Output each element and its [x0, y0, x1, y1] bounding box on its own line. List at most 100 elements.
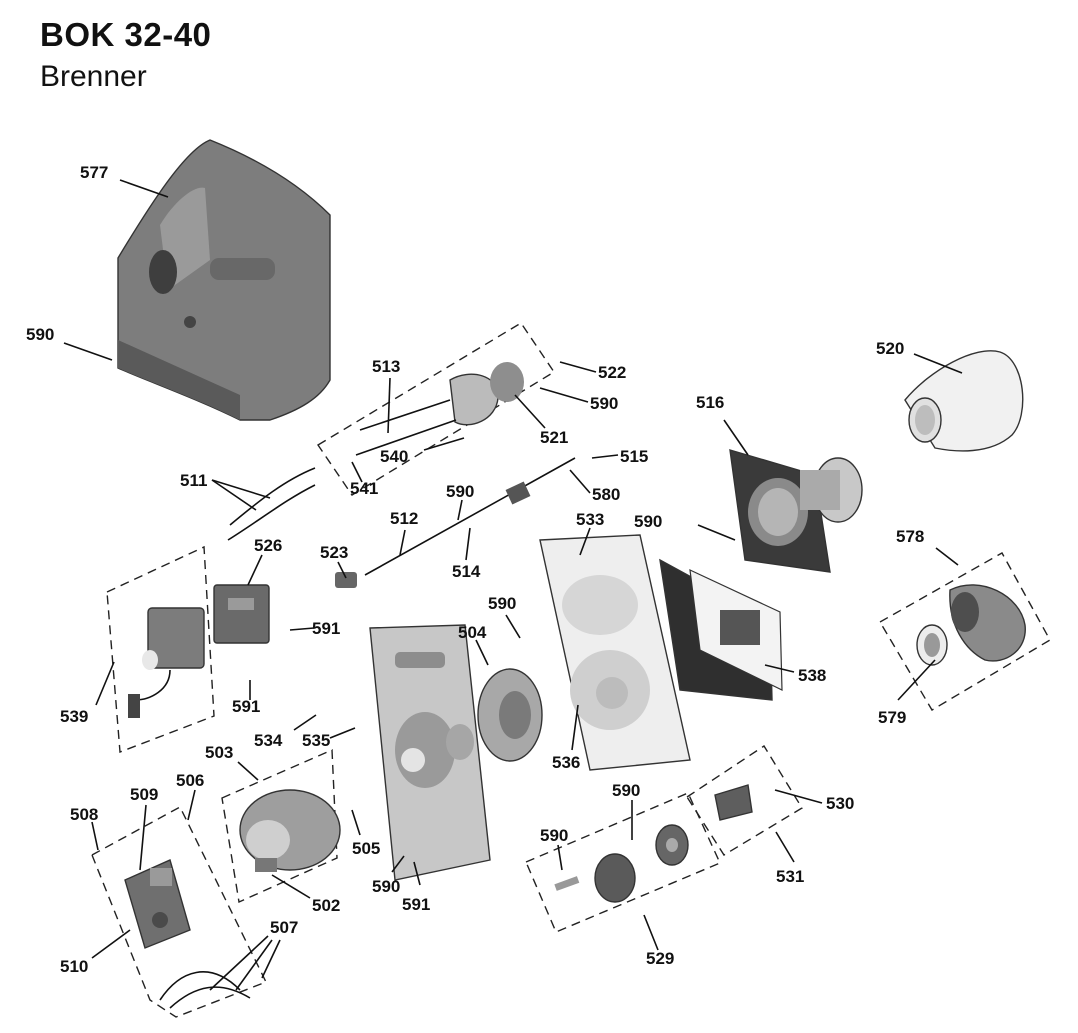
leader-526 — [247, 554, 263, 586]
part-label-526: 526 — [254, 536, 282, 555]
part-label-508: 508 — [70, 805, 98, 824]
part-label-502: 502 — [312, 896, 340, 915]
part-label-590: 590 — [612, 781, 640, 800]
group-outline-539 — [106, 545, 215, 753]
group-outlines — [91, 322, 1051, 1018]
leader-505 — [351, 809, 361, 836]
leader-591c — [413, 861, 421, 886]
part-label-506: 506 — [176, 771, 204, 790]
leader-508 — [91, 821, 99, 851]
flange-516 — [729, 449, 863, 573]
part-label-507: 507 — [270, 918, 298, 937]
leader-512 — [399, 529, 406, 556]
leader-533 — [579, 527, 591, 556]
air-damper-parts-529 — [554, 824, 689, 903]
leader-507b — [235, 939, 273, 991]
part-label-590: 590 — [488, 594, 516, 613]
part-label-540: 540 — [380, 447, 408, 466]
part-label-578: 578 — [896, 527, 924, 546]
part-label-590: 590 — [634, 512, 662, 531]
leader-590a — [63, 342, 113, 361]
part-label-579: 579 — [878, 708, 906, 727]
leader-535 — [329, 727, 356, 739]
leader-590b — [539, 387, 589, 403]
leader-541 — [351, 461, 363, 483]
part-label-580: 580 — [592, 485, 620, 504]
leader-530 — [774, 789, 823, 804]
leader-534 — [293, 714, 317, 731]
leader-514 — [465, 527, 471, 561]
leader-538 — [764, 664, 795, 673]
pump-510 — [124, 859, 191, 949]
group-outline-578 — [879, 552, 1051, 711]
leader-516 — [723, 419, 749, 456]
leader-515 — [591, 454, 619, 459]
part-label-530: 530 — [826, 794, 854, 813]
part-label-531: 531 — [776, 867, 804, 886]
leader-503 — [237, 761, 259, 781]
control-unit-539 — [128, 607, 205, 718]
part-label-590: 590 — [540, 826, 568, 845]
leader-529 — [643, 914, 659, 951]
leader-509 — [139, 804, 147, 871]
part-label-590: 590 — [372, 877, 400, 896]
part-label-538: 538 — [798, 666, 826, 685]
leader-539 — [95, 661, 115, 706]
part-label-512: 512 — [390, 509, 418, 528]
mounting-plate — [369, 624, 491, 881]
part-label-521: 521 — [540, 428, 568, 447]
part-label-591: 591 — [232, 697, 260, 716]
part-label-577: 577 — [80, 163, 108, 182]
leader-507a — [209, 935, 269, 991]
blast-tube-520 — [904, 350, 1024, 452]
leader-540 — [423, 437, 465, 451]
part-label-529: 529 — [646, 949, 674, 968]
part-label-523: 523 — [320, 543, 348, 562]
leader-521 — [514, 394, 546, 429]
motor-503 — [239, 789, 341, 872]
page-subtitle: Brenner — [40, 60, 147, 93]
bracket-530 — [714, 784, 753, 821]
part-label-541: 541 — [350, 479, 378, 498]
group-outline-531 — [686, 745, 803, 856]
leader-504 — [475, 639, 489, 666]
control-box-538 — [659, 558, 783, 701]
burner-cover-577 — [117, 139, 331, 421]
leader-579 — [897, 659, 936, 701]
part-label-591: 591 — [402, 895, 430, 914]
part-label-513: 513 — [372, 357, 400, 376]
leader-590h — [391, 855, 405, 873]
fan-wheel-504 — [477, 668, 543, 762]
part-label-536: 536 — [552, 753, 580, 772]
part-label-535: 535 — [302, 731, 330, 750]
part-label-591: 591 — [312, 619, 340, 638]
transformer-526 — [213, 584, 270, 644]
leader-523 — [337, 561, 347, 579]
leader-531 — [775, 831, 795, 863]
cables-511 — [227, 467, 316, 541]
leader-513 — [387, 377, 391, 434]
nozzle-assembly-578 — [916, 584, 1026, 666]
shafts-512-514 — [335, 457, 576, 588]
group-outline-522 — [317, 322, 555, 496]
part-labels: 577 590 513 522 590 521 540 541 520 516 … — [26, 163, 924, 976]
leader-591a — [289, 627, 315, 631]
part-label-503: 503 — [205, 743, 233, 762]
part-label-520: 520 — [876, 339, 904, 358]
part-label-514: 514 — [452, 562, 481, 581]
part-label-533: 533 — [576, 510, 604, 529]
leader-511a — [211, 479, 271, 499]
leader-580 — [569, 469, 591, 494]
part-label-534: 534 — [254, 731, 283, 750]
leader-590e — [505, 614, 521, 639]
part-label-539: 539 — [60, 707, 88, 726]
part-label-590: 590 — [446, 482, 474, 501]
hoses-507 — [159, 971, 251, 1009]
part-label-509: 509 — [130, 785, 158, 804]
part-label-511: 511 — [180, 471, 207, 490]
leader-522 — [559, 361, 597, 373]
part-label-516: 516 — [696, 393, 724, 412]
leader-520 — [913, 353, 963, 374]
ignition-electrode-513 — [355, 362, 524, 456]
